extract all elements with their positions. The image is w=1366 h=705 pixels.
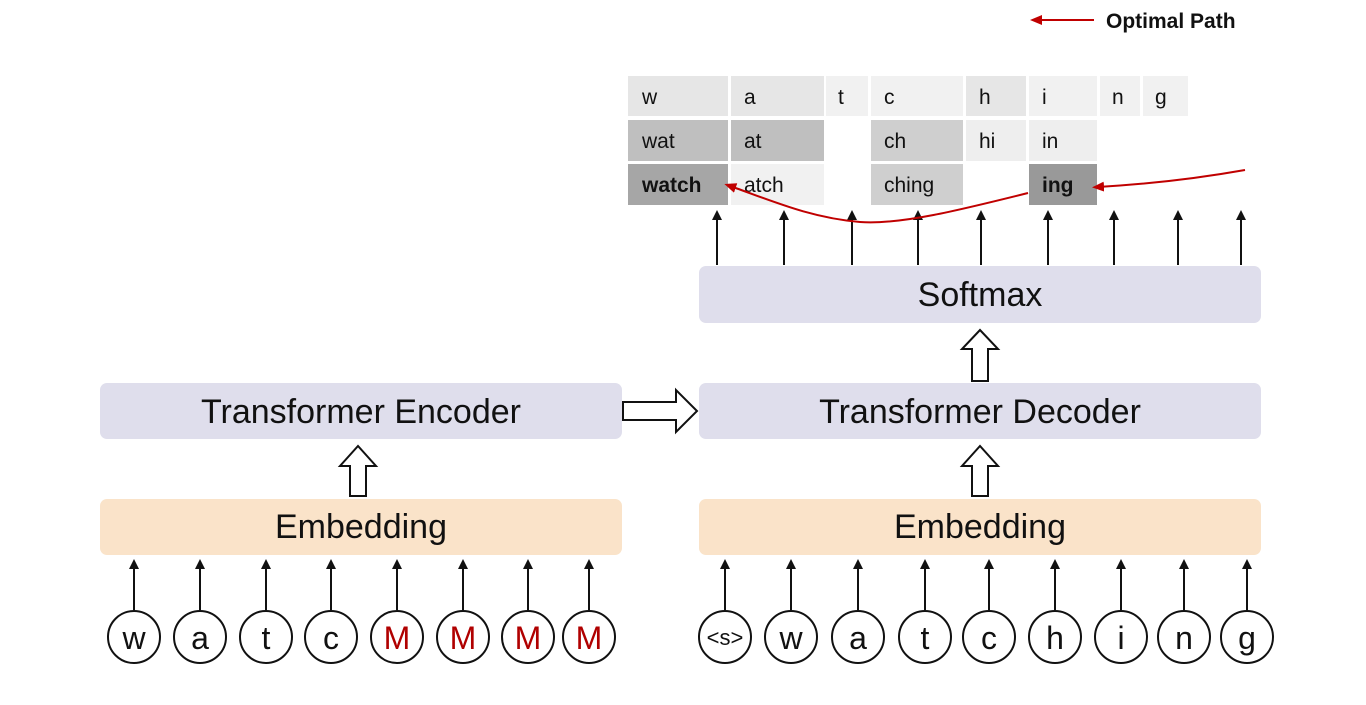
input-token-circle bbox=[962, 610, 1016, 664]
hollow-arrow bbox=[959, 328, 1001, 382]
decoder-embedding-label: Embedding bbox=[894, 508, 1066, 546]
lattice-cell bbox=[1143, 76, 1188, 116]
lattice-cell bbox=[966, 120, 1026, 161]
lattice-token: g bbox=[1155, 86, 1167, 109]
lattice-cell bbox=[966, 76, 1026, 116]
optimal-path bbox=[724, 169, 1246, 224]
input-token: t bbox=[262, 620, 271, 656]
lattice-cell bbox=[731, 120, 824, 161]
lattice-token: wat bbox=[641, 130, 675, 153]
subword-lattice: w a t c h i n g wat at ch hi in watch at… bbox=[628, 76, 1188, 205]
input-token-circle bbox=[501, 610, 555, 664]
hollow-arrow bbox=[959, 444, 1001, 497]
input-token-circle bbox=[831, 610, 885, 664]
lattice-token: ing bbox=[1042, 174, 1074, 197]
legend-label: Optimal Path bbox=[1106, 10, 1236, 33]
lattice-token: in bbox=[1042, 130, 1058, 153]
lattice-token: hi bbox=[979, 130, 995, 153]
input-token: a bbox=[191, 620, 209, 656]
lattice-cell bbox=[731, 76, 824, 116]
input-token-circle bbox=[562, 610, 616, 664]
lattice-token: atch bbox=[744, 174, 784, 197]
lattice-token: a bbox=[744, 86, 756, 109]
decoder-inputs: <s> w a t c h i n g bbox=[698, 559, 1274, 664]
optimal-path-segment bbox=[1092, 169, 1246, 192]
lattice-cell bbox=[871, 76, 963, 116]
input-token-circle bbox=[1028, 610, 1082, 664]
lattice-token: n bbox=[1112, 86, 1124, 109]
input-token-circle bbox=[370, 610, 424, 664]
input-token: g bbox=[1238, 620, 1256, 656]
input-token: i bbox=[1117, 620, 1124, 656]
lattice-cell bbox=[1029, 120, 1097, 161]
lattice-token: i bbox=[1042, 86, 1047, 109]
input-token-circle bbox=[898, 610, 952, 664]
lattice-token: watch bbox=[641, 174, 702, 197]
input-token: w bbox=[778, 620, 803, 656]
transformer-encoder-label: Transformer Encoder bbox=[201, 393, 521, 431]
lattice-token: h bbox=[979, 86, 991, 109]
mask-token: M bbox=[384, 620, 411, 656]
input-token: n bbox=[1175, 620, 1193, 656]
lattice-cell bbox=[731, 164, 824, 205]
lattice-cell-optimal bbox=[1029, 164, 1097, 205]
encoder-to-decoder-arrow bbox=[622, 387, 699, 435]
input-token-circle bbox=[239, 610, 293, 664]
input-token: <s> bbox=[707, 625, 744, 650]
lattice-token: ch bbox=[884, 130, 906, 153]
input-token: w bbox=[121, 620, 146, 656]
input-token: a bbox=[849, 620, 867, 656]
input-token-circle bbox=[1094, 610, 1148, 664]
softmax-label: Softmax bbox=[918, 276, 1043, 314]
lattice-token: t bbox=[838, 86, 844, 109]
transformer-decoder-box bbox=[699, 383, 1261, 439]
legend: Optimal Path bbox=[1030, 10, 1236, 33]
input-token-circle bbox=[107, 610, 161, 664]
lattice-cell bbox=[628, 120, 728, 161]
input-token-circle bbox=[304, 610, 358, 664]
lattice-token: c bbox=[884, 86, 895, 109]
input-token: h bbox=[1046, 620, 1064, 656]
lattice-cell bbox=[871, 120, 963, 161]
mask-token: M bbox=[576, 620, 603, 656]
optimal-path-segment bbox=[724, 183, 1029, 224]
lattice-token: w bbox=[641, 86, 658, 109]
encoder-embedding-label: Embedding bbox=[275, 508, 447, 546]
lattice-cell bbox=[1029, 76, 1097, 116]
mask-token: M bbox=[450, 620, 477, 656]
decoder-embedding-box bbox=[699, 499, 1261, 555]
lattice-cell bbox=[628, 76, 728, 116]
input-token-circle bbox=[698, 610, 752, 664]
lattice-cell bbox=[1100, 76, 1140, 116]
input-token-circle bbox=[1220, 610, 1274, 664]
lattice-cell-optimal bbox=[628, 164, 728, 205]
input-token-circle bbox=[436, 610, 490, 664]
input-token: c bbox=[981, 620, 997, 656]
transformer-encoder-box bbox=[100, 383, 622, 439]
lattice-cell bbox=[826, 76, 868, 116]
input-token-circle bbox=[1157, 610, 1211, 664]
hollow-arrow bbox=[337, 444, 379, 497]
input-token-circle bbox=[764, 610, 818, 664]
input-token: c bbox=[323, 620, 339, 656]
input-token-circle bbox=[173, 610, 227, 664]
softmax-box bbox=[699, 266, 1261, 323]
mask-token: M bbox=[515, 620, 542, 656]
lattice-cell bbox=[871, 164, 963, 205]
transformer-decoder-label: Transformer Decoder bbox=[819, 393, 1141, 431]
encoder-embedding-box bbox=[100, 499, 622, 555]
softmax-output-arrows bbox=[712, 210, 1246, 265]
lattice-token: ching bbox=[884, 174, 934, 197]
lattice-token: at bbox=[744, 130, 762, 153]
input-token: t bbox=[921, 620, 930, 656]
